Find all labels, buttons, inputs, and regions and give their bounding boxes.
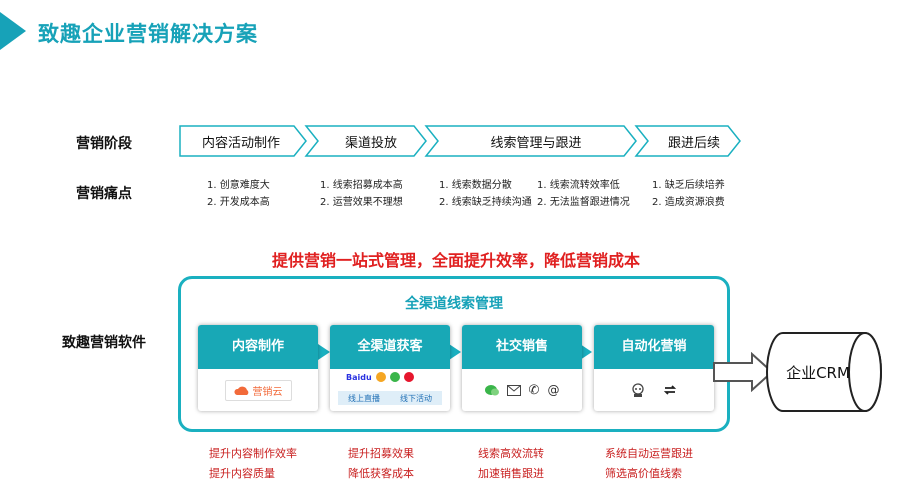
arrow-right-icon: [318, 344, 330, 360]
stage-row-label: 营销阶段: [76, 136, 132, 152]
slogan: 提供营销一站式管理，全面提升效率，降低营销成本: [271, 251, 640, 270]
pain-item: 2. 开发成本高: [207, 197, 270, 208]
card-title: 全渠道获客: [330, 325, 450, 369]
pain-col-5: 1. 缺乏后续培养 2. 造成资源浪费: [652, 177, 725, 211]
pain-item: 1. 缺乏后续培养: [652, 180, 725, 191]
tag-offline-event: 线下活动: [400, 393, 432, 403]
stage-1-label: 内容活动制作: [201, 136, 280, 151]
channel-icon: [375, 372, 386, 382]
title-triangle-icon: [0, 12, 26, 50]
at-icon: @: [547, 383, 560, 397]
card-title: 社交销售: [462, 325, 582, 369]
benefit-col-1: 提升内容制作效率 提升内容质量: [209, 444, 297, 484]
pain-item: 1. 线索招募成本高: [320, 180, 403, 191]
crm-label: 企业CRM: [786, 364, 850, 382]
arrow-right-icon: [580, 344, 592, 360]
stage-chevron-2: [304, 125, 427, 157]
pain-row-label: 营销痛点: [76, 186, 132, 202]
pain-col-4: 1. 线索流转效率低 2. 无法监督跟进情况: [537, 177, 630, 211]
pain-item: 2. 运营效果不理想: [320, 197, 403, 208]
card-marketing-automation[interactable]: 自动化营销: [594, 325, 714, 411]
stage-4-label: 跟进后续: [667, 136, 720, 151]
benefit-item: 筛选高价值线索: [605, 467, 682, 480]
weibo-icon: [403, 372, 414, 382]
pain-item: 1. 创意难度大: [207, 180, 270, 191]
stage-2-label: 渠道投放: [344, 136, 397, 151]
software-row-label: 致趣营销软件: [62, 335, 146, 351]
pain-item: 1. 线索流转效率低: [537, 180, 620, 191]
card-social-selling[interactable]: 社交销售 ✆ @: [462, 325, 582, 411]
benefit-item: 降低获客成本: [348, 467, 414, 480]
panel-title: 全渠道线索管理: [405, 296, 503, 312]
baidu-logo: Baidu: [346, 372, 372, 382]
pain-col-2: 1. 线索招募成本高 2. 运营效果不理想: [320, 177, 403, 211]
stage-3-label: 线索管理与跟进: [490, 136, 582, 151]
wechat-icon: [484, 384, 499, 396]
benefit-item: 加速销售跟进: [478, 467, 544, 480]
benefit-item: 线索高效流转: [478, 447, 544, 460]
mail-icon: [506, 384, 521, 396]
tag-online-live: 线上直播: [348, 393, 380, 403]
software-panel: [178, 276, 730, 432]
stage-flow: [179, 125, 741, 157]
card-title: 内容制作: [198, 325, 318, 369]
crm-cylinder: [766, 332, 882, 412]
arrow-to-crm-icon: [713, 352, 774, 392]
stage-chevron-4: [634, 125, 741, 157]
pain-item: 2. 造成资源浪费: [652, 197, 725, 208]
pain-item: 2. 无法监督跟进情况: [537, 197, 630, 208]
benefit-col-2: 提升招募效果 降低获客成本: [348, 444, 414, 484]
benefit-col-4: 系统自动运营跟进 筛选高价值线索: [605, 444, 693, 484]
pain-col-1: 1. 创意难度大 2. 开发成本高: [207, 177, 270, 211]
phone-icon: ✆: [528, 382, 540, 398]
pain-col-3: 1. 线索数据分散 2. 线索缺乏持续沟通: [439, 177, 532, 211]
card-omnichannel-acquisition[interactable]: 全渠道获客 Baidu 线上直播 线下活动: [330, 325, 450, 411]
robot-icon: [631, 383, 645, 397]
sync-icon: [663, 384, 677, 396]
benefit-col-3: 线索高效流转 加速销售跟进: [478, 444, 544, 484]
stage-chevron-1: [179, 125, 307, 157]
card-title: 自动化营销: [594, 325, 714, 369]
card-content-production[interactable]: 内容制作 营销云: [198, 325, 318, 411]
cloud-icon: [233, 386, 248, 395]
benefit-item: 提升内容质量: [209, 467, 275, 480]
marketing-cloud-logo: 营销云: [224, 379, 292, 401]
arrow-right-icon: [449, 344, 461, 360]
page-title: 致趣企业营销解决方案: [38, 22, 258, 46]
benefit-item: 提升内容制作效率: [209, 447, 297, 460]
pain-item: 1. 线索数据分散: [439, 180, 512, 191]
stage-chevron-3: [424, 125, 637, 157]
wechat-icon: [389, 372, 400, 382]
logo-text: 营销云: [252, 386, 283, 398]
benefit-item: 提升招募效果: [348, 447, 414, 460]
benefit-item: 系统自动运营跟进: [605, 447, 693, 460]
pain-item: 2. 线索缺乏持续沟通: [439, 197, 532, 208]
